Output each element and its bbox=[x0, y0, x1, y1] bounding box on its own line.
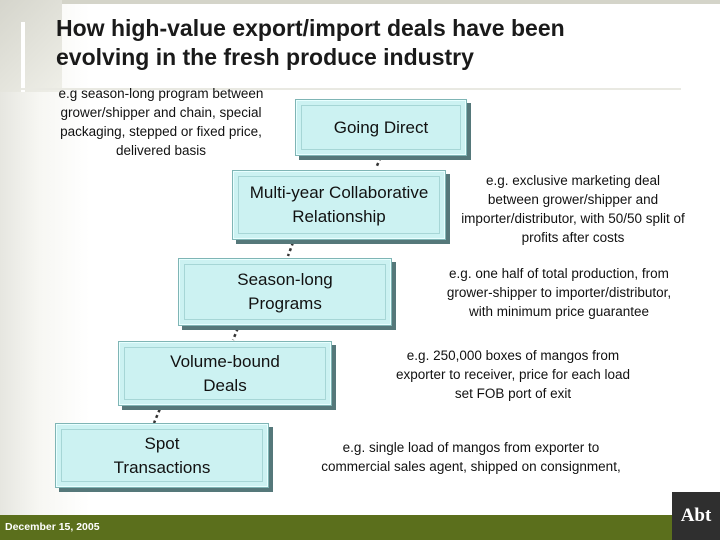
step-label-line: Spot bbox=[144, 433, 180, 453]
step-label-line: Multi-year Collaborative bbox=[249, 183, 429, 202]
step-box-spot-transactions: Spot Transactions bbox=[55, 423, 269, 488]
step-box-going-direct: Going Direct bbox=[295, 99, 467, 156]
step-box-season-long-programs: Season-long Programs bbox=[178, 258, 392, 326]
step-box-volume-bound-deals: Volume-bound Deals bbox=[118, 341, 332, 406]
footer-bar bbox=[0, 515, 720, 540]
step-label-line: Volume-bound bbox=[170, 351, 280, 371]
step-label: Season-long Programs bbox=[237, 268, 332, 316]
note-line: packaging, stepped or fixed price, bbox=[60, 124, 262, 139]
note-line: e.g. exclusive marketing deal bbox=[485, 173, 661, 188]
note-line: profits after costs bbox=[521, 230, 625, 245]
step-label-line: Programs bbox=[248, 294, 322, 313]
step-note-spot-transactions: e.g. single load of mangos from exporter… bbox=[292, 438, 650, 476]
note-line: delivered basis bbox=[115, 143, 207, 158]
box-inner-frame bbox=[184, 264, 386, 320]
note-line: commercial sales agent, shipped on consi… bbox=[321, 459, 621, 474]
note-line: between grower/shipper and bbox=[487, 192, 659, 207]
note-line: e.g. single load of mangos from exporter… bbox=[342, 440, 600, 455]
step-note-volume-bound-deals: e.g. 250,000 boxes of mangos from export… bbox=[364, 346, 662, 403]
abt-logo-text: Abt bbox=[680, 505, 712, 526]
note-line: e.g season-long program between bbox=[58, 86, 264, 101]
note-line: grower/shipper and chain, special bbox=[60, 105, 262, 120]
box-inner-frame bbox=[124, 347, 326, 400]
step-label: Spot Transactions bbox=[114, 432, 211, 480]
step-label: Volume-bound Deals bbox=[170, 350, 280, 398]
corner-decoration bbox=[0, 0, 62, 92]
step-label-line: Relationship bbox=[292, 207, 386, 226]
step-label-line: Going Direct bbox=[333, 117, 429, 137]
note-line: grower-shipper to importer/distributor, bbox=[446, 285, 672, 300]
title-underline bbox=[21, 88, 681, 90]
step-label-line: Deals bbox=[203, 375, 247, 395]
note-line: e.g. one half of total production, from bbox=[449, 266, 669, 281]
box-inner-frame bbox=[61, 429, 263, 482]
step-note-multi-year-collaborative: e.g. exclusive marketing deal between gr… bbox=[436, 171, 710, 247]
slide-title-line-2: evolving in the fresh produce industry bbox=[56, 44, 474, 70]
connector-line bbox=[152, 403, 164, 424]
step-note-season-long-programs: e.g. one half of total production, from … bbox=[412, 264, 706, 321]
slide-title: How high-value export/import deals have … bbox=[56, 14, 706, 72]
top-rule bbox=[0, 0, 720, 4]
box-inner-frame bbox=[301, 105, 461, 150]
abt-logo: Abt bbox=[672, 492, 720, 540]
footer-date: December 15, 2005 bbox=[5, 521, 100, 533]
step-label: Multi-year Collaborative Relationship bbox=[250, 181, 429, 229]
step-box-multi-year-collaborative: Multi-year Collaborative Relationship bbox=[232, 170, 446, 240]
slide-title-line-1: How high-value export/import deals have … bbox=[56, 15, 565, 41]
box-inner-frame bbox=[238, 176, 440, 234]
step-note-going-direct: e.g season-long program between grower/s… bbox=[30, 84, 292, 160]
step-label: Going Direct bbox=[334, 116, 428, 140]
corner-line-vertical bbox=[21, 22, 25, 92]
note-line: with minimum price guarantee bbox=[468, 304, 650, 319]
note-line: set FOB port of exit bbox=[454, 386, 572, 401]
step-label-line: Transactions bbox=[113, 457, 211, 477]
note-line: e.g. 250,000 boxes of mangos from bbox=[406, 348, 620, 363]
step-label-line: Season-long bbox=[237, 270, 333, 289]
note-line: importer/distributor, with 50/50 split o… bbox=[461, 211, 685, 226]
note-line: exporter to receiver, price for each loa… bbox=[395, 367, 631, 382]
